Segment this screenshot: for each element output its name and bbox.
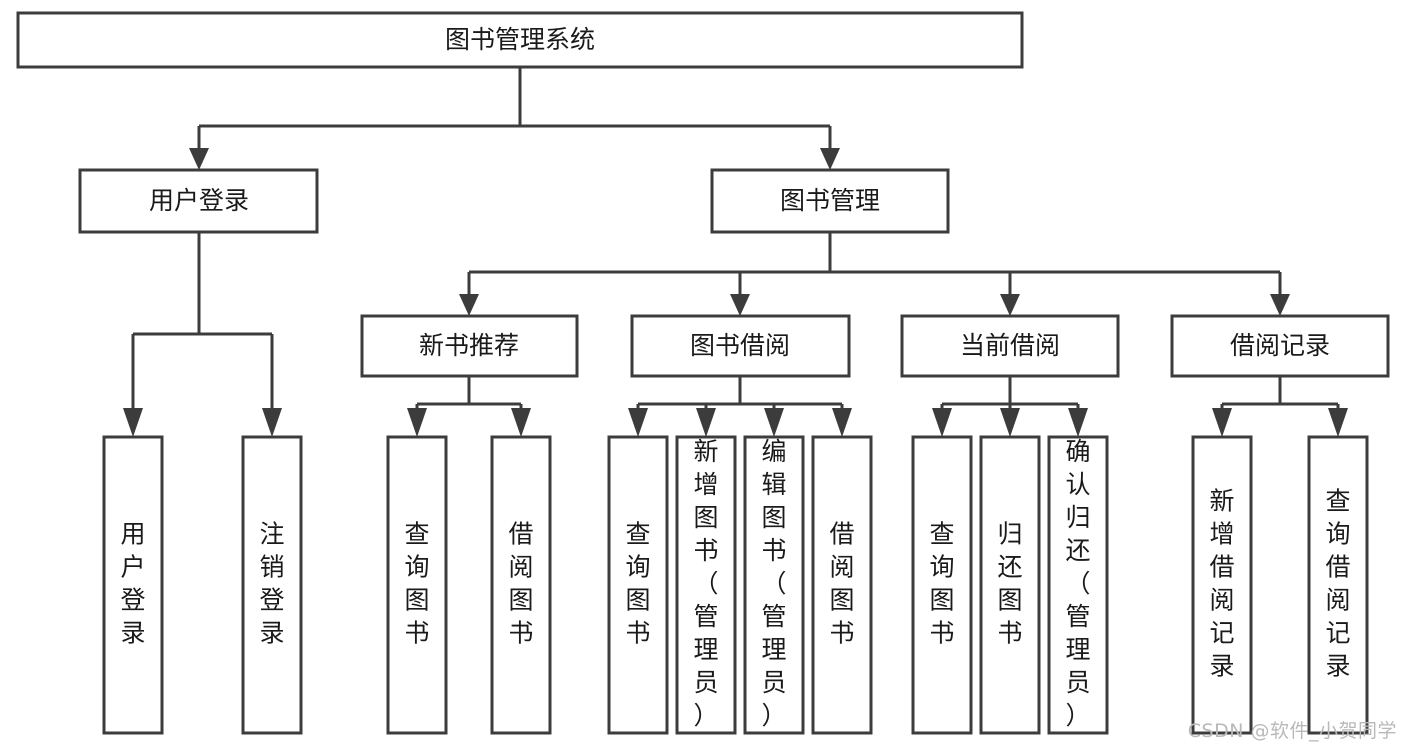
leaf-book-borrow-4-label: 借阅图书 [829, 520, 854, 648]
leaf-node[interactable]: 编辑图书（管理员） [743, 435, 805, 735]
leaf-book-borrow-3-box[interactable] [743, 435, 805, 735]
node-user-login[interactable]: 用户登录 [78, 168, 319, 234]
leaf-node[interactable]: 新增借阅记录 [1191, 435, 1253, 735]
arrow-leaf-user-login-2 [262, 408, 282, 437]
leaf-book-borrow-4-box[interactable] [811, 435, 873, 735]
node-borrow-record-box[interactable] [1170, 314, 1390, 378]
leaf-borrow-record-1-label: 新增借阅记录 [1209, 487, 1234, 681]
node-book-borrow-label: 图书借阅 [690, 331, 790, 360]
node-current-borrow-box[interactable] [900, 314, 1120, 378]
leaf-new-book-1-label: 查询图书 [404, 520, 429, 648]
leaf-book-borrow-1-box[interactable] [607, 435, 669, 735]
leaf-current-borrow-2-label: 归还图书 [997, 520, 1022, 648]
node-borrow-record-label: 借阅记录 [1230, 331, 1330, 360]
node-book-manage-label: 图书管理 [780, 186, 880, 215]
leaf-book-borrow-1-label: 查询图书 [625, 520, 650, 648]
leaf-current-borrow-2-box[interactable] [979, 435, 1041, 735]
connector-layer [123, 67, 1348, 437]
leaf-node[interactable]: 用户登录 [102, 435, 164, 735]
arrow-to-book-borrow [730, 294, 750, 316]
arrow-to-user-login [189, 148, 209, 170]
leaf-current-borrow-1-box[interactable] [911, 435, 973, 735]
node-root-label: 图书管理系统 [445, 25, 595, 54]
arrow-to-borrow-record [1270, 294, 1290, 316]
leaf-user-login-1-box[interactable] [102, 435, 164, 735]
leaf-node[interactable]: 查询借阅记录 [1307, 435, 1369, 735]
arrow-leaf-new-book-1 [407, 408, 427, 437]
arrow-leaf-book-borrow-2 [696, 408, 716, 437]
leaf-node[interactable]: 查询图书 [911, 435, 973, 735]
leaf-node[interactable]: 归还图书 [979, 435, 1041, 735]
node-new-book-recommend-label: 新书推荐 [419, 331, 519, 360]
arrow-leaf-new-book-2 [511, 408, 531, 437]
arrow-to-new-book [459, 294, 479, 316]
leaf-node[interactable]: 查询图书 [386, 435, 448, 735]
leaf-current-borrow-1-label: 查询图书 [929, 520, 954, 648]
node-book-manage-box[interactable] [710, 168, 950, 234]
leaf-new-book-2-label: 借阅图书 [508, 520, 533, 648]
leaf-new-book-2-box[interactable] [490, 435, 552, 735]
leaf-book-borrow-2-label: 新增图书（管理员） [693, 437, 718, 730]
node-book-manage[interactable]: 图书管理 [710, 168, 950, 234]
node-book-borrow-box[interactable] [630, 314, 851, 378]
leaf-user-login-2-label: 注销登录 [259, 520, 284, 648]
arrow-leaf-borrow-record-1 [1212, 408, 1232, 437]
leaf-new-book-1-box[interactable] [386, 435, 448, 735]
leaf-node[interactable]: 新增图书（管理员） [675, 435, 737, 735]
arrow-to-book-manage [820, 148, 840, 170]
leaf-current-borrow-3-box[interactable] [1047, 435, 1109, 735]
node-user-login-label: 用户登录 [149, 186, 249, 215]
node-borrow-record[interactable]: 借阅记录 [1170, 314, 1390, 378]
leaf-node[interactable]: 借阅图书 [490, 435, 552, 735]
leaf-book-borrow-2-box[interactable] [675, 435, 737, 735]
node-root[interactable]: 图书管理系统 [16, 11, 1024, 69]
arrow-leaf-book-borrow-4 [832, 408, 852, 437]
leaf-current-borrow-3-label: 确认归还（管理员） [1065, 437, 1090, 730]
leaf-borrow-record-2-label: 查询借阅记录 [1325, 487, 1350, 681]
leaf-node[interactable]: 确认归还（管理员） [1047, 435, 1109, 735]
leaf-node[interactable]: 注销登录 [241, 435, 303, 735]
leaf-user-login-2-box[interactable] [241, 435, 303, 735]
leaf-book-borrow-3-label: 编辑图书（管理员） [761, 437, 786, 730]
node-user-login-box[interactable] [78, 168, 319, 234]
arrow-leaf-borrow-record-2 [1328, 408, 1348, 437]
node-book-borrow[interactable]: 图书借阅 [630, 314, 851, 378]
arrow-leaf-current-borrow-3 [1068, 408, 1088, 437]
arrow-to-current-borrow [1000, 294, 1020, 316]
leaf-borrow-record-2-box[interactable] [1307, 435, 1369, 735]
node-new-book-recommend[interactable]: 新书推荐 [360, 314, 579, 378]
arrow-leaf-user-login-1 [123, 408, 143, 437]
node-new-book-recommend-box[interactable] [360, 314, 579, 378]
leaf-node[interactable]: 查询图书 [607, 435, 669, 735]
arrow-leaf-current-borrow-2 [1000, 408, 1020, 437]
node-current-borrow[interactable]: 当前借阅 [900, 314, 1120, 378]
arrow-leaf-book-borrow-3 [764, 408, 784, 437]
leaf-borrow-record-1-box[interactable] [1191, 435, 1253, 735]
arrow-leaf-current-borrow-1 [932, 408, 952, 437]
leaf-user-login-1-label: 用户登录 [120, 520, 145, 648]
node-current-borrow-label: 当前借阅 [960, 331, 1060, 360]
leaf-node[interactable]: 借阅图书 [811, 435, 873, 735]
node-root-box[interactable] [16, 11, 1024, 69]
arrow-leaf-book-borrow-1 [628, 408, 648, 437]
